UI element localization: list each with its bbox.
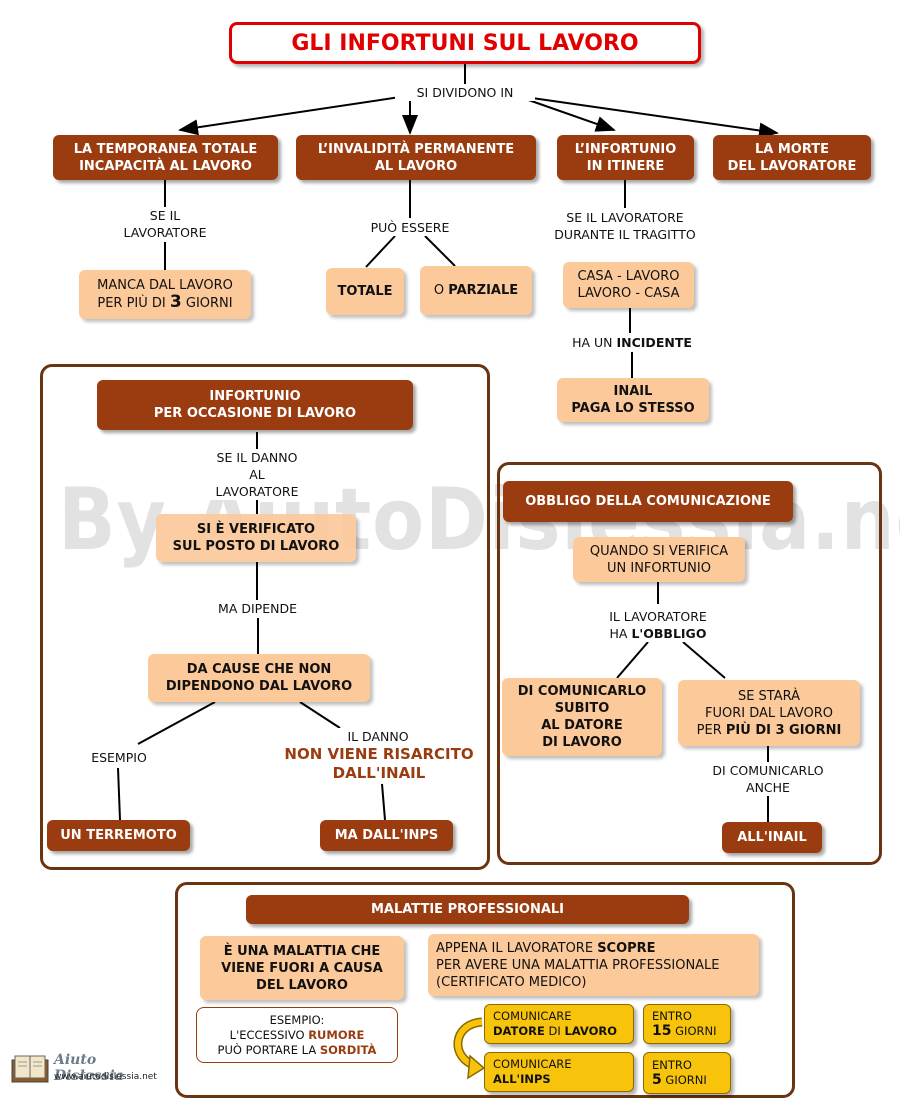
ma-dipende-label: MA DIPENDE: [200, 600, 315, 617]
totale-box: TOTALE: [326, 268, 404, 315]
book-logo-icon: [11, 1055, 49, 1083]
inps-box: MA DALL'INPS: [320, 820, 453, 851]
page-title: GLI INFORTUNI SUL LAVORO: [291, 30, 639, 56]
obbligo-label: IL LAVORATORE HA L'OBBLIGO: [590, 608, 726, 642]
comunicazione-header: OBBLIGO DELLA COMUNICAZIONE: [503, 481, 793, 522]
entro-15-box: ENTRO 15 GIORNI: [643, 1004, 731, 1044]
all-inail-box: ALL'INAIL: [722, 822, 822, 853]
title-box: GLI INFORTUNI SUL LAVORO: [229, 22, 701, 64]
comunicare-inps-box: COMUNICARE ALL'INPS: [484, 1052, 634, 1092]
terremoto-box: UN TERREMOTO: [47, 820, 190, 851]
manca-box: MANCA DAL LAVORO PER PIÙ DI 3 GIORNI: [79, 270, 251, 319]
entro-5-box: ENTRO 5 GIORNI: [643, 1052, 731, 1094]
comunicare-datore-box: COMUNICARE DATORE DI LAVORO: [484, 1004, 634, 1044]
esempio-rumore-box: ESEMPIO: L'ECCESSIVO RUMORE PUÒ PORTARE …: [196, 1007, 398, 1063]
logo-name: Aiuto Dislessia: [54, 1052, 124, 1084]
occasione-panel: [40, 364, 490, 870]
puo-essere-label: PUÒ ESSERE: [355, 219, 465, 236]
il-danno-label: IL DANNO: [338, 728, 418, 745]
appena-box: APPENA IL LAVORATORE SCOPRE PER AVERE UN…: [428, 934, 759, 996]
esempio-label: ESEMPIO: [80, 749, 158, 766]
fuori-lavoro-box: SE STARÀ FUORI DAL LAVORO PER PIÙ DI 3 G…: [678, 680, 860, 746]
parziale-box: O PARZIALE: [420, 266, 532, 315]
comunicazione-panel: [497, 462, 882, 865]
divide-label: SI DIVIDONO IN: [395, 84, 535, 101]
malattie-panel: [175, 882, 795, 1098]
malattie-header: MALATTIE PROFESSIONALI: [246, 895, 689, 924]
logo-url: www.aiutodislessia.net: [54, 1072, 157, 1082]
logo: Aiuto Dislessia www.aiutodislessia.net: [10, 1050, 170, 1090]
incidente-label: HA UN INCIDENTE: [552, 334, 712, 351]
